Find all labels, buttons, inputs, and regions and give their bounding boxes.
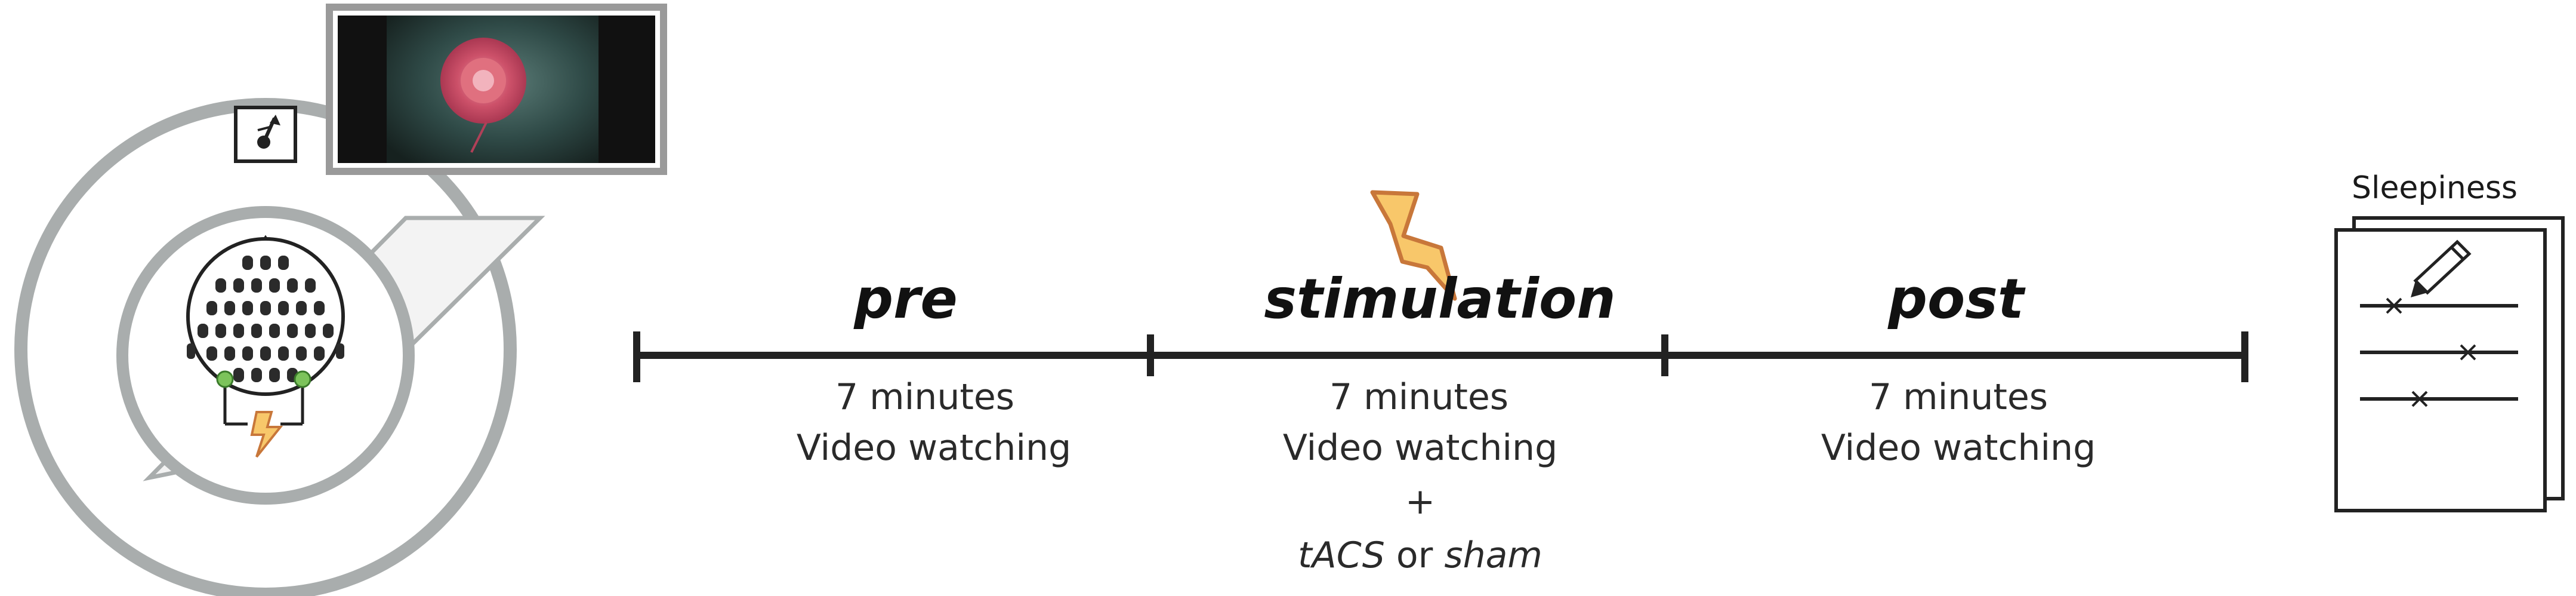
phase-duration-stimulation: 7 minutes: [1329, 376, 1508, 418]
stim-electrode-right: [294, 370, 311, 388]
eeg-electrode: [260, 256, 271, 270]
rating-scale-3: [2360, 391, 2518, 407]
eeg-electrode: [233, 324, 244, 338]
eeg-electrode: [278, 346, 289, 361]
rating-scale-1: [2360, 297, 2518, 314]
participant-setup: [14, 4, 667, 596]
condition-joiner: or: [1385, 534, 1445, 576]
eeg-electrode: [206, 301, 217, 315]
eeg-electrode: [314, 346, 325, 361]
eeg-electrode: [198, 324, 208, 338]
phase-activity-post: Video watching: [1821, 427, 2096, 469]
phase-duration-post: 7 minutes: [1869, 376, 2048, 418]
eeg-electrode: [287, 324, 298, 338]
eeg-electrode: [296, 301, 307, 315]
rating-scale-2: [2360, 344, 2518, 361]
eeg-electrode: [287, 278, 298, 293]
head-electrode-icon: [186, 235, 345, 458]
eeg-electrode: [251, 278, 262, 293]
video-flower-image: [440, 38, 526, 153]
eeg-electrode: [269, 368, 280, 382]
eeg-electrode: [215, 324, 226, 338]
eeg-electrode: [233, 278, 244, 293]
eeg-electrode: [314, 301, 325, 315]
eeg-electrode: [242, 301, 253, 315]
compass-icon: [234, 106, 297, 163]
eeg-electrode: [251, 324, 262, 338]
eeg-electrode: [206, 346, 217, 361]
phase-post: post 7 minutes Video watching: [1821, 267, 2096, 469]
eeg-electrode: [323, 324, 334, 338]
phase-pre: pre 7 minutes Video watching: [797, 267, 1071, 469]
eeg-electrode: [278, 301, 289, 315]
eeg-electrode: [251, 368, 262, 382]
eeg-electrode: [305, 324, 316, 338]
monitor-icon: [326, 4, 667, 175]
eeg-electrode: [233, 368, 244, 382]
phase-title-stimulation: stimulation: [1264, 267, 1615, 331]
eeg-electrode: [269, 278, 280, 293]
eeg-electrode: [269, 324, 280, 338]
pencil-icon: [2411, 239, 2472, 297]
phase-stimulation: stimulation 7 minutes Video watching + t…: [1264, 267, 1615, 576]
stim-electrode-left: [216, 370, 234, 388]
condition-sham: sham: [1444, 534, 1542, 576]
lightning-bolt-icon: [250, 411, 283, 458]
sleepiness-questionnaire: Sleepiness: [2334, 170, 2565, 512]
phase-activity-pre: Video watching: [797, 427, 1071, 469]
phase-plus: +: [1405, 481, 1435, 523]
eeg-electrode: [305, 278, 316, 293]
eeg-electrode: [296, 346, 307, 361]
phase-activity-stimulation: Video watching: [1283, 427, 1557, 469]
eeg-electrode: [242, 346, 253, 361]
condition-tacs: tACS: [1298, 534, 1385, 576]
phase-condition: tACS or sham: [1298, 534, 1542, 576]
questionnaire-label: Sleepiness: [2352, 170, 2518, 206]
phase-title-post: post: [1887, 267, 2026, 331]
eeg-electrode: [224, 346, 235, 361]
eeg-electrode: [260, 301, 271, 315]
eeg-electrode: [278, 256, 289, 270]
phase-title-pre: pre: [853, 267, 958, 331]
eeg-electrode: [215, 278, 226, 293]
phase-duration-pre: 7 minutes: [835, 376, 1014, 418]
timeline: pre 7 minutes Video watching stimulation…: [633, 190, 2248, 576]
eeg-electrode: [224, 301, 235, 315]
eeg-electrode: [242, 256, 253, 270]
eeg-electrode: [260, 346, 271, 361]
lightning-bolt-icon: [1370, 190, 1457, 301]
